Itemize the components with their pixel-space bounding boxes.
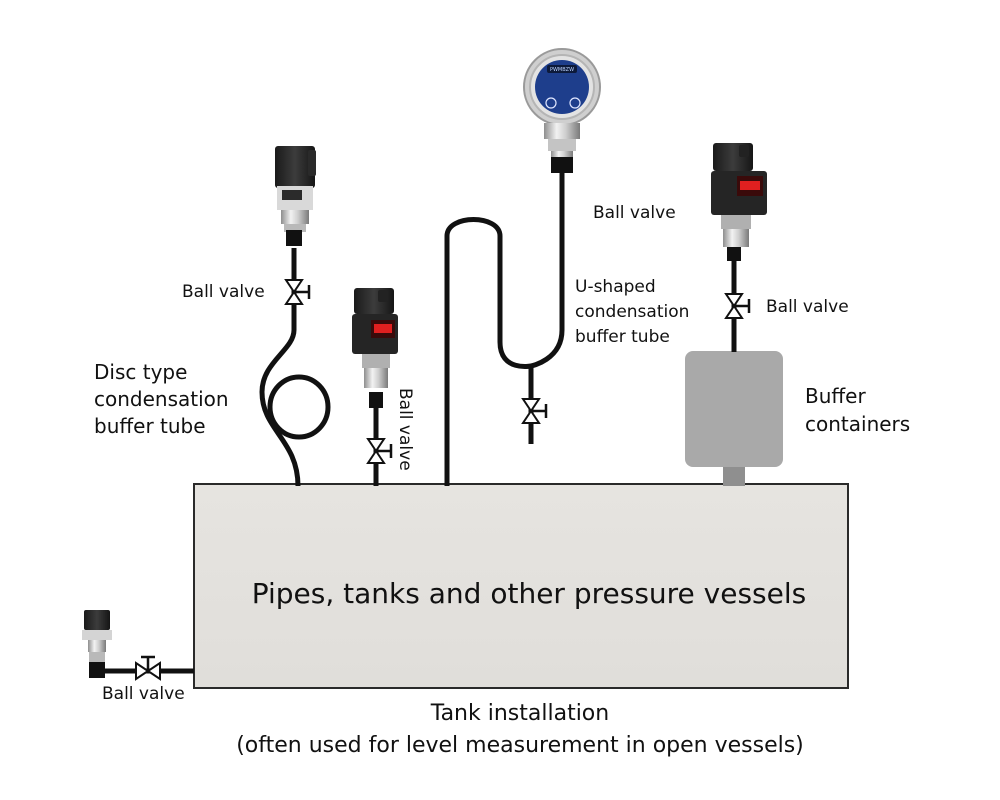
u-tube-label-line-3: buffer tube [575, 327, 670, 347]
buffer-label-line-2: containers [805, 412, 910, 436]
disc-tube-coil [267, 374, 331, 440]
ball-valve-bottom-label: Ball valve [102, 684, 185, 704]
gauge-display-text: PWMBZW [550, 67, 574, 73]
ball-valve-right-label: Ball valve [766, 297, 849, 317]
u-tube-label-line-1: U-shaped [575, 277, 656, 297]
digital-pressure-gauge: PWMBZW [523, 48, 601, 173]
pressure-transmitter-bottom [82, 610, 112, 678]
disc-tube-label-line-2: condensation [94, 387, 229, 411]
u-tube-label-line-2: condensation [575, 302, 689, 322]
pressure-transmitter-right [711, 143, 767, 261]
disc-tube-label-line-3: buffer tube [94, 414, 206, 438]
u-tube-pipe [444, 170, 565, 486]
ball-valve-top-center-label: Ball valve [593, 203, 676, 223]
buffer-label-line-1: Buffer [805, 384, 866, 408]
gauge-button-left[interactable] [545, 97, 557, 109]
caption-line-1: Tank installation [430, 701, 609, 726]
buffer-label: Buffer containers [805, 384, 910, 436]
ball-valve-right [724, 293, 751, 319]
disc-tube-label: Disc type condensation buffer tube [94, 360, 235, 438]
pressure-transmitter-mid [352, 288, 398, 408]
pressure-vessel [193, 483, 849, 689]
ball-valve-left [284, 279, 311, 305]
ball-valve-left-label: Ball valve [182, 282, 265, 302]
ball-valve-mid-label: Ball valve [395, 388, 415, 471]
ball-valve-mid [366, 438, 393, 464]
disc-tube-label-line-1: Disc type [94, 360, 187, 384]
vessel-label: Pipes, tanks and other pressure vessels [252, 577, 807, 610]
ball-valve-u-tube [521, 398, 548, 424]
caption-line-2: (often used for level measurement in ope… [236, 733, 804, 758]
pressure-transmitter-left [275, 146, 316, 246]
gauge-button-right[interactable] [569, 97, 581, 109]
disc-tube-pipe [259, 248, 301, 487]
buffer-container [685, 351, 783, 486]
u-tube-label: U-shaped condensation buffer tube [575, 277, 695, 347]
ball-valve-bottom [135, 655, 161, 681]
